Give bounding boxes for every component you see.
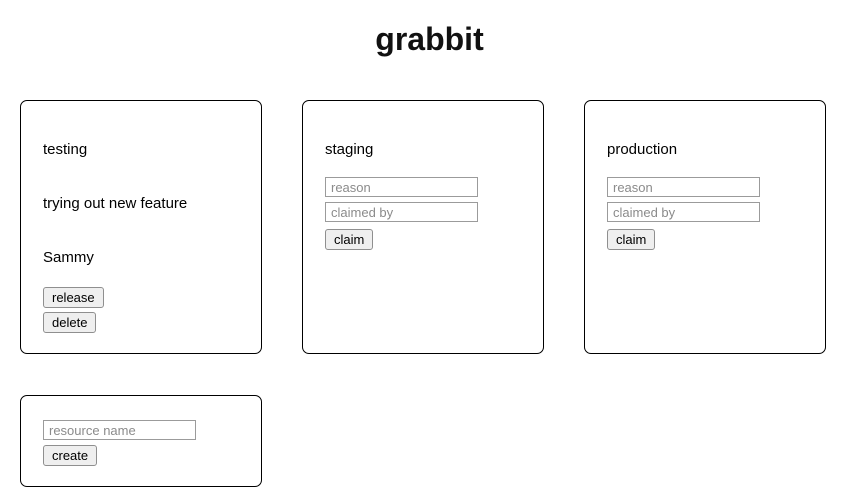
resource-card-testing: testing trying out new feature Sammy rel… [20,100,262,354]
reason-input[interactable] [325,177,478,197]
delete-button[interactable]: delete [43,312,97,333]
resource-actions: release delete [43,287,239,333]
page-title: grabbit [375,21,484,57]
claim-button[interactable]: claim [325,229,374,250]
resource-name-input[interactable] [43,420,196,440]
resource-card-staging: staging claim [302,100,544,354]
create-row: create [20,395,839,487]
create-resource-card: create [20,395,262,487]
resource-row: testing trying out new feature Sammy rel… [20,100,839,354]
claimed-by-text: Sammy [43,249,94,266]
content-area: testing trying out new feature Sammy rel… [20,100,839,487]
resource-name: testing [43,141,88,158]
resource-card-production: production claim [584,100,826,354]
claimed-by-input[interactable] [325,202,478,222]
claim-reason-text: trying out new feature [43,195,188,212]
create-button[interactable]: create [43,445,98,466]
claimed-by-input[interactable] [607,202,760,222]
resource-name: staging [325,141,374,158]
claim-button[interactable]: claim [607,229,656,250]
reason-input[interactable] [607,177,760,197]
resource-name: production [607,141,678,158]
release-button[interactable]: release [43,287,104,308]
